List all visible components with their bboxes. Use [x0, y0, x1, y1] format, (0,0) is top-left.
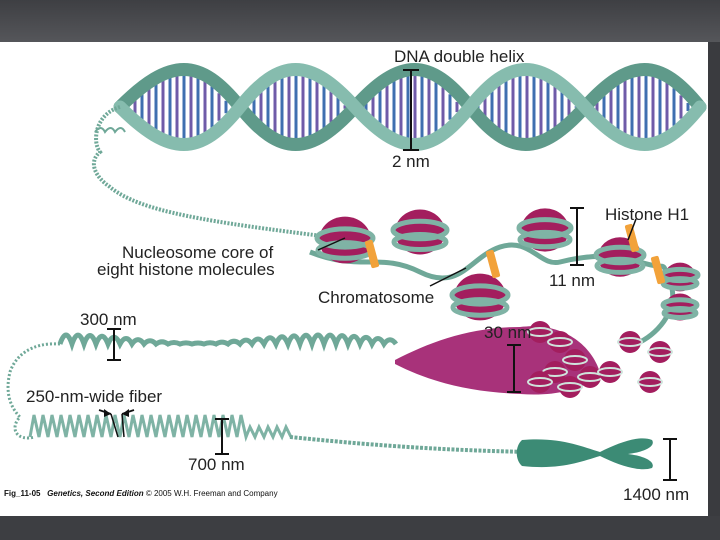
- metaphase-chromosome: [516, 438, 653, 470]
- dna-wrap: [660, 276, 700, 291]
- label-eleven-nm: 11 nm: [549, 271, 595, 290]
- solenoid-bead: [529, 371, 551, 393]
- label-thirty-nm: 30 nm: [484, 323, 532, 342]
- caption-book-title: Genetics, Second Edition: [47, 489, 144, 498]
- seven-hundred-nm-fiber: [28, 414, 531, 454]
- dna-wrap: [517, 229, 573, 250]
- dna-wrap: [593, 244, 647, 266]
- label-histone-h1: Histone H1: [605, 205, 690, 224]
- label-two-fifty-nm-fiber: 250-nm-wide fiber: [26, 387, 163, 406]
- helix-strand-front: [113, 63, 707, 151]
- nucleosome-pointer: [317, 237, 346, 251]
- dna-wrap: [314, 226, 376, 250]
- window-top-bar: [0, 0, 720, 42]
- histone-h1-block: [650, 255, 666, 285]
- label-seven-hundred-nm: 700 nm: [188, 455, 245, 474]
- dna-wrap: [449, 283, 511, 307]
- solenoid-bead: [549, 331, 571, 353]
- thirty-nm-fiber: [395, 321, 673, 398]
- solenoid-bead: [579, 366, 601, 388]
- two-nm-arrow: [403, 69, 419, 151]
- label-two-nm: 2 nm: [392, 152, 430, 171]
- solenoid-bead: [564, 349, 586, 371]
- solenoid-bead: [529, 321, 551, 343]
- caption-figure-id: Fig_11-05: [4, 489, 41, 498]
- three-hundred-nm-arrow: [107, 328, 121, 361]
- dna-wrap: [390, 218, 450, 242]
- histone-h1-block: [485, 249, 501, 279]
- histone-h1-block: [364, 239, 380, 269]
- dna-wrap: [450, 297, 510, 318]
- histone-h1-pointer: [627, 218, 637, 241]
- solenoid-bead-wrap: [557, 382, 583, 392]
- dna-wrap: [594, 256, 646, 275]
- nucleosome-chain: [309, 208, 701, 345]
- solenoid-bead: [559, 376, 581, 398]
- chromatid-upper: [516, 438, 653, 470]
- label-nucleosome-line1: Nucleosome core of: [122, 243, 274, 262]
- two-fifty-nm-arrows: [98, 409, 135, 438]
- solenoid-bead-wrap: [562, 355, 588, 365]
- coiled-fiber: [28, 414, 293, 443]
- solenoid-bead-wrap: [647, 347, 673, 357]
- fourteen-hundred-nm-arrow: [663, 438, 677, 481]
- solenoid-bead-wrap: [637, 377, 663, 387]
- three-hundred-nm-fiber: [6, 332, 399, 440]
- solenoid-bead: [649, 341, 671, 363]
- dna-double-helix: [91, 63, 707, 239]
- figure-caption: Fig_11-05 Genetics, Second Edition © 200…: [4, 489, 278, 498]
- solenoid-beads: [527, 321, 673, 398]
- solenoid-bead: [619, 331, 641, 353]
- solenoid-bead-wrap: [597, 367, 623, 377]
- label-dna-double-helix: DNA double helix: [394, 47, 525, 66]
- solenoid-bead-wrap: [617, 337, 643, 347]
- solenoid-bead: [599, 361, 621, 383]
- solenoid-bead-wrap: [527, 327, 553, 337]
- label-chromatosome: Chromatosome: [318, 288, 435, 307]
- chromatosome-pointer: [429, 267, 467, 287]
- solenoid-bead-wrap: [547, 337, 573, 347]
- dna-tail-coil: [94, 127, 126, 134]
- seven-hundred-nm-arrow: [215, 418, 229, 455]
- left-coil: [6, 342, 61, 440]
- label-fourteen-hundred-nm: 1400 nm: [623, 485, 690, 504]
- caption-copyright: © 2005 W.H. Freeman and Company: [145, 489, 278, 498]
- label-three-hundred-nm: 300 nm: [80, 310, 137, 329]
- solenoid-bead-wrap: [527, 377, 553, 387]
- window-bottom-bar: [0, 516, 720, 540]
- dna-wrap: [661, 306, 699, 320]
- dna-wrap: [516, 217, 574, 239]
- histone-h1-block: [624, 223, 640, 253]
- eleven-nm-arrow: [570, 207, 584, 266]
- looped-fiber: [57, 332, 399, 352]
- thirty-nm-arrow: [507, 344, 521, 393]
- solenoid-bead: [639, 371, 661, 393]
- chromatin-diagram: [6, 63, 707, 481]
- fiber-to-chromosome: [289, 435, 531, 454]
- window-right-edge: [708, 42, 720, 516]
- dna-tail-loops: [91, 105, 331, 239]
- dna-wrap: [391, 232, 449, 252]
- label-nucleosome-line2: eight histone molecules: [97, 260, 275, 279]
- nucleosome-group: [314, 208, 701, 321]
